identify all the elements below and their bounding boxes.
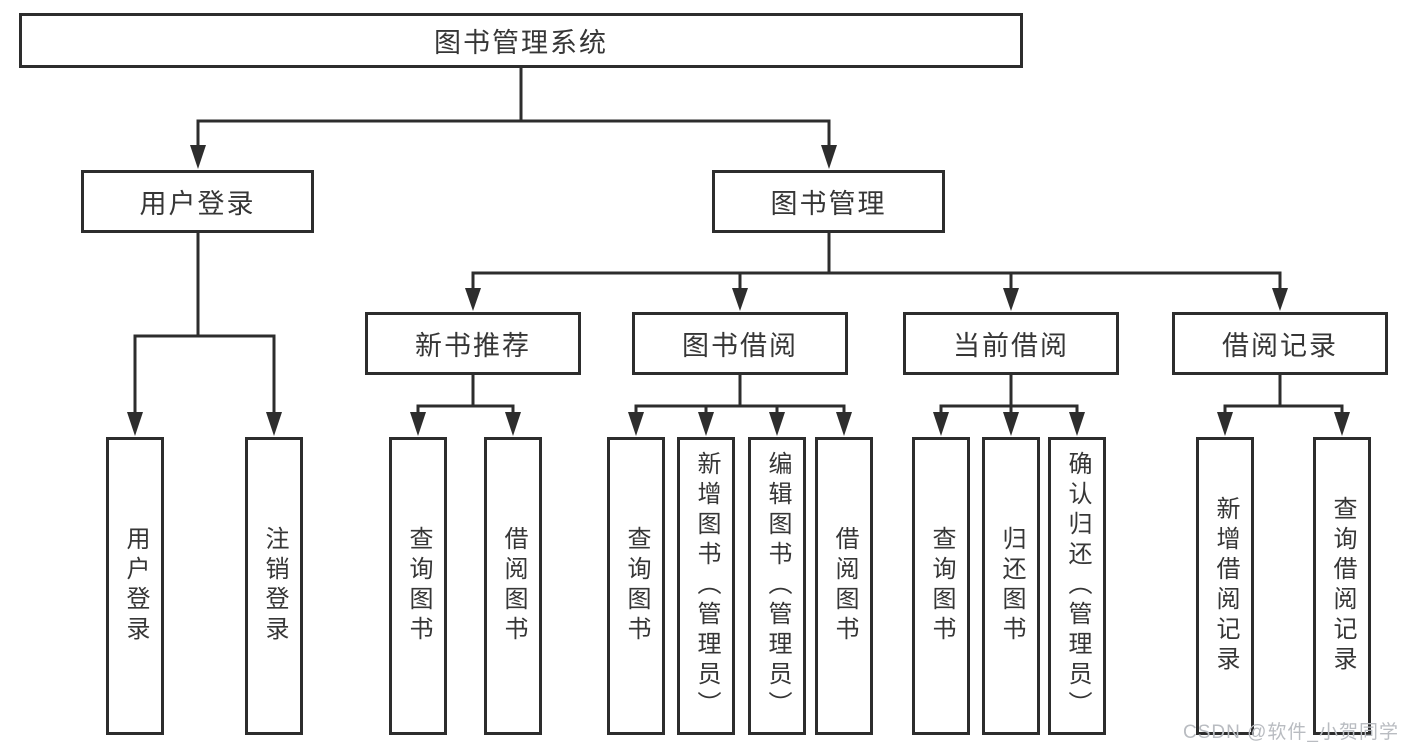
leaf-return-book: 归还图书 (982, 437, 1040, 735)
node-borrow-records: 借阅记录 (1172, 312, 1388, 375)
node-root: 图书管理系统 (19, 13, 1023, 68)
leaf-edit-book-admin: 编辑图书（管理员） (748, 437, 806, 735)
leaf-user-login: 用户登录 (106, 437, 164, 735)
leaf-query-books-borrow: 查询图书 (607, 437, 665, 735)
leaf-query-borrow-record: 查询借阅记录 (1313, 437, 1371, 735)
leaf-borrow-books: 借阅图书 (815, 437, 873, 735)
leaf-add-book-admin: 新增图书（管理员） (677, 437, 735, 735)
leaf-query-books-recommend: 查询图书 (389, 437, 447, 735)
node-current-borrow: 当前借阅 (903, 312, 1119, 375)
node-book-borrow: 图书借阅 (632, 312, 848, 375)
leaf-logout: 注销登录 (245, 437, 303, 735)
node-user-login: 用户登录 (81, 170, 314, 233)
leaf-borrow-books-recommend: 借阅图书 (484, 437, 542, 735)
leaf-query-books-current: 查询图书 (912, 437, 970, 735)
leaf-confirm-return-admin: 确认归还（管理员） (1048, 437, 1106, 735)
leaf-add-borrow-record: 新增借阅记录 (1196, 437, 1254, 735)
node-new-book-recommend: 新书推荐 (365, 312, 581, 375)
watermark: CSDN @软件_小贺同学 (1183, 722, 1399, 743)
node-book-management: 图书管理 (712, 170, 945, 233)
